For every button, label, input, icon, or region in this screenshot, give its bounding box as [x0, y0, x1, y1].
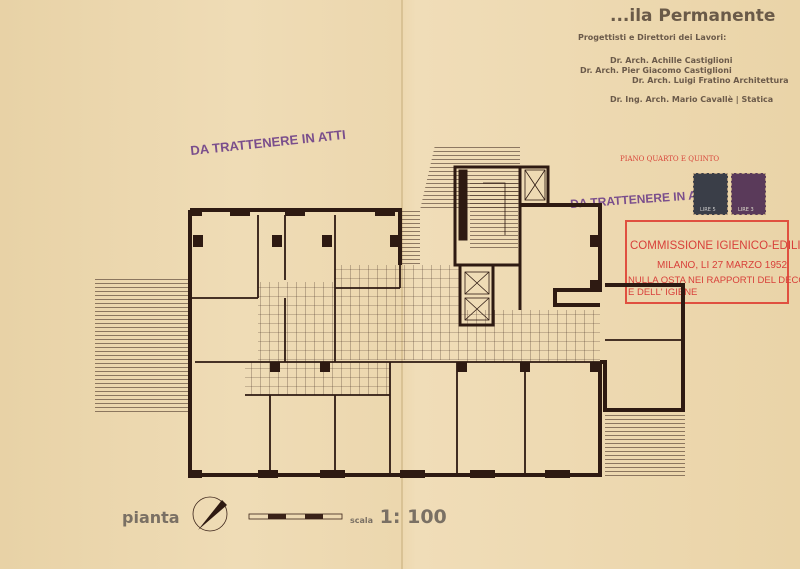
plan-label: pianta: [122, 508, 180, 527]
tiled-corridors: [245, 180, 600, 395]
windows: [188, 208, 602, 478]
header-title: ...ila Permanente: [610, 6, 776, 26]
postage-stamp: LIRE 3: [731, 173, 766, 215]
credit-line: Dr. Arch. Luigi Fratino Architettura: [632, 76, 789, 85]
scale-label: scala 1: 100: [350, 506, 447, 528]
floor-label: PIANO QUARTO E QUINTO: [620, 155, 720, 163]
postage-stamp: LIRE 5: [693, 173, 728, 215]
lift-shafts: [464, 169, 546, 321]
commission-stamp: COMMISSIONE IGIENICO-EDILIZIA MILANO, LI…: [625, 220, 800, 304]
credit-line: Dr. Arch. Achille Castiglioni: [610, 56, 733, 65]
header-subtitle: Progettisti e Direttori dei Lavori:: [578, 33, 727, 42]
credit-line: Dr. Arch. Pier Giacomo Castiglioni: [580, 66, 732, 75]
credit-line: Dr. Ing. Arch. Mario Cavallè | Statica: [610, 95, 774, 104]
